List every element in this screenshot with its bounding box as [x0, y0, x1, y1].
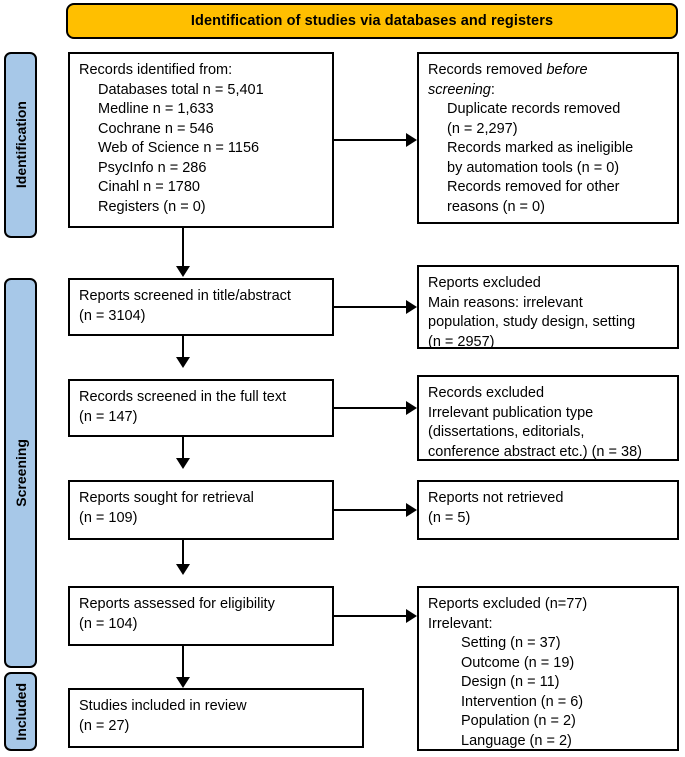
not-retrieved-line-1: Reports not retrieved [428, 490, 564, 506]
records-identified-line-6: PsycInfo n = 286 [98, 159, 207, 176]
excluded-ta-line-3: population, study design, setting [428, 314, 636, 330]
included-line-2: (n = 27) [79, 717, 130, 734]
excluded-ta-line-1: Reports excluded [428, 275, 541, 291]
excluded-ta-line-4: (n = 2957) [428, 333, 495, 350]
records-removed-line-1: Records removed before [428, 61, 668, 81]
excluded-ft-line-3: (dissertations, editorials, [428, 424, 585, 440]
records-identified-line-4: Cochrane n = 546 [98, 120, 214, 137]
records-identified-line-2: Databases total n = 5,401 [98, 81, 264, 98]
connector-identified-to-removed-arrow [406, 133, 417, 147]
connector-sought-to-not-retrieved-line [334, 509, 407, 511]
sought-line-2: (n = 109) [79, 509, 138, 526]
screened-ft-line-1: Records screened in the full text [79, 389, 287, 405]
records-removed-line-7: Records removed for other [447, 179, 620, 195]
records-removed-line-8: reasons (n = 0) [447, 198, 545, 215]
connector-assessed-to-included-arrow [176, 677, 190, 688]
connector-sought-to-assessed-arrow [176, 564, 190, 575]
records-removed-line-2-suffix: : [490, 81, 495, 98]
screened-ta-line-1: Reports screened in title/abstract [79, 288, 291, 304]
sought-line-1: Reports sought for retrieval [79, 490, 254, 506]
records-removed-line-6: by automation tools (n = 0) [447, 159, 620, 176]
excluded-elig-line-3: Setting (n = 37) [461, 635, 561, 651]
box-reports-excluded-title-abstract: Reports excluded Main reasons: irrelevan… [417, 265, 679, 350]
excluded-elig-line-2: Irrelevant: [428, 615, 493, 632]
box-reports-sought-for-retrieval: Reports sought for retrieval (n = 109) [68, 480, 334, 540]
connector-screened-ta-to-full-text-arrow [176, 357, 190, 368]
box-studies-included-in-review: Studies included in review (n = 27) [68, 688, 364, 748]
records-identified-line-5: Web of Science n = 1156 [98, 140, 260, 156]
connector-screened-ft-to-sought-arrow [176, 458, 190, 469]
excluded-ft-line-4: conference abstract etc.) (n = 38) [428, 443, 642, 460]
excluded-elig-line-8: Language (n = 2) [461, 732, 572, 749]
box-records-excluded-full-text: Records excluded Irrelevant publication … [417, 375, 679, 461]
connector-assessed-to-excluded-arrow [406, 609, 417, 623]
connector-screened-ta-to-excluded-arrow [406, 300, 417, 314]
stage-label-included-text: Included [12, 682, 29, 741]
box-reports-assessed-for-eligibility: Reports assessed for eligibility (n = 10… [68, 586, 334, 646]
stage-label-identification-text: Identification [12, 101, 29, 189]
not-retrieved-line-2: (n = 5) [428, 509, 471, 526]
stage-label-identification: Identification [4, 52, 37, 238]
connector-identified-to-screened-arrow [176, 266, 190, 277]
connector-screened-ta-to-full-text-line [182, 336, 184, 357]
connector-identified-to-removed-line [334, 139, 407, 141]
box-reports-screened-title-abstract: Reports screened in title/abstract (n = … [68, 278, 334, 336]
records-identified-line-7: Cinahl n = 1780 [98, 179, 200, 195]
screened-ft-line-2: (n = 147) [79, 408, 138, 425]
excluded-elig-line-6: Intervention (n = 6) [461, 693, 584, 710]
records-removed-line-3: Duplicate records removed [447, 101, 621, 117]
excluded-elig-line-5: Design (n = 11) [461, 674, 560, 690]
box-records-removed-before-screening: Records removed before screening: Duplic… [417, 52, 679, 224]
box-reports-not-retrieved: Reports not retrieved (n = 5) [417, 480, 679, 540]
diagram-title-banner: Identification of studies via databases … [66, 3, 678, 39]
included-line-1: Studies included in review [79, 698, 247, 714]
records-removed-line-2: screening: [428, 81, 668, 101]
records-identified-line-1: Records identified from: [79, 62, 233, 78]
box-records-screened-full-text: Records screened in the full text (n = 1… [68, 379, 334, 437]
screened-ta-line-2: (n = 3104) [79, 307, 146, 324]
connector-screened-ft-to-excluded-line [334, 407, 407, 409]
connector-assessed-to-excluded-line [334, 615, 407, 617]
assessed-line-1: Reports assessed for eligibility [79, 596, 275, 612]
box-records-identified: Records identified from: Databases total… [68, 52, 334, 228]
excluded-ta-line-2: Main reasons: irrelevant [428, 294, 583, 311]
assessed-line-2: (n = 104) [79, 615, 138, 632]
excluded-ft-line-2: Irrelevant publication type [428, 404, 594, 421]
excluded-elig-line-7: Population (n = 2) [461, 713, 576, 729]
stage-label-screening-text: Screening [12, 439, 29, 507]
records-removed-line-1-prefix: Records removed [428, 62, 547, 78]
records-identified-line-3: Medline n = 1,633 [98, 101, 214, 117]
connector-assessed-to-included-line [182, 646, 184, 677]
connector-screened-ft-to-excluded-arrow [406, 401, 417, 415]
connector-sought-to-not-retrieved-arrow [406, 503, 417, 517]
connector-sought-to-assessed-line [182, 540, 184, 564]
stage-label-screening: Screening [4, 278, 37, 668]
stage-label-included: Included [4, 672, 37, 751]
excluded-ft-line-1: Records excluded [428, 385, 545, 401]
records-identified-line-8: Registers (n = 0) [98, 198, 206, 215]
records-removed-line-1-emphasis: before [546, 62, 588, 78]
records-removed-line-4: (n = 2,297) [447, 120, 518, 137]
excluded-elig-line-1: Reports excluded (n=77) [428, 596, 588, 612]
box-reports-excluded-eligibility: Reports excluded (n=77) Irrelevant: Sett… [417, 586, 679, 751]
diagram-title-text: Identification of studies via databases … [190, 13, 554, 29]
records-removed-line-2-emphasis: screening [428, 81, 491, 98]
connector-identified-to-screened-line [182, 228, 184, 267]
connector-screened-ta-to-excluded-line [334, 306, 407, 308]
excluded-elig-line-4: Outcome (n = 19) [461, 654, 575, 671]
connector-screened-ft-to-sought-line [182, 437, 184, 458]
records-removed-line-5: Records marked as ineligible [447, 140, 634, 156]
